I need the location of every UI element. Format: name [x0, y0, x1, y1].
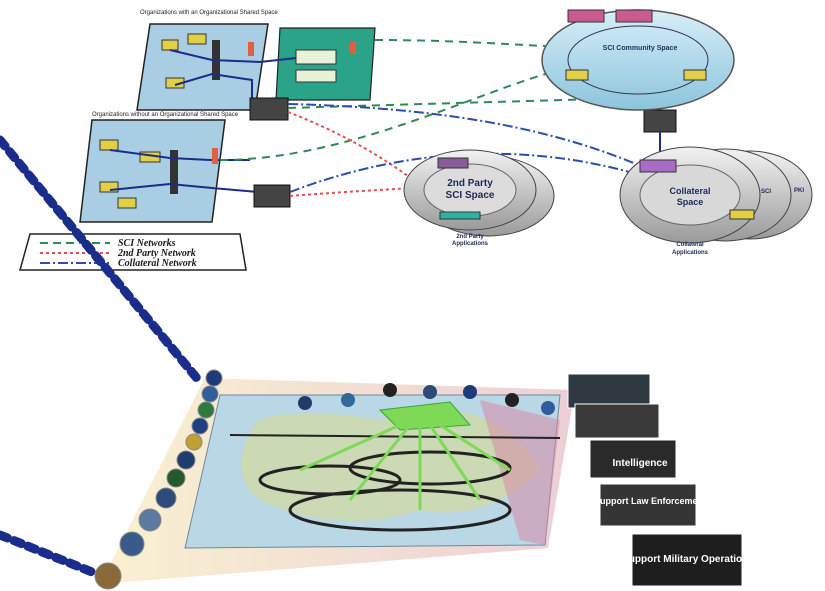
- connector-dots-lower: [0, 530, 97, 577]
- legend-label-second-party: 2nd Party Network: [117, 248, 196, 259]
- photo-card-4: [599, 483, 697, 527]
- photo-card-3: [589, 439, 677, 479]
- sci-community-space-label: SCI Community Space: [603, 45, 678, 52]
- collateral-apps-label-1: Collateral: [676, 242, 704, 248]
- photo-card-2: [574, 403, 660, 439]
- photo-card-label-intelligence: Intelligence: [612, 458, 667, 469]
- second-party-apps-label-1: 2nd Party: [456, 234, 484, 240]
- collateral-space: [619, 146, 813, 244]
- org-panel-unshared: [79, 119, 259, 223]
- collateral-pki-label: PKI: [794, 188, 804, 194]
- connector-dots-upper: [0, 135, 205, 387]
- second-party-apps-label-2: Applications: [452, 241, 489, 247]
- second-party-space-label-1: 2nd Party: [447, 178, 493, 189]
- org-without-shared-label: Organizations without an Organizational …: [92, 112, 239, 118]
- collateral-link-1: [287, 103, 651, 171]
- collateral-sci-label: SCI: [761, 189, 771, 195]
- gateway-2: [253, 184, 291, 208]
- photo-cards: [567, 373, 743, 587]
- gateway-3: [643, 109, 677, 133]
- second-party-link-1: [287, 111, 421, 186]
- org-with-shared-label: Organizations with an Organizational Sha…: [140, 10, 278, 16]
- second-party-link-2: [289, 187, 413, 197]
- world-map-plane: [184, 394, 561, 549]
- agency-seals: [94, 369, 555, 590]
- photo-card-label-military: Support Military Operations: [622, 554, 754, 565]
- gateway-1: [249, 97, 289, 121]
- org-panel-shared: [136, 23, 376, 111]
- legend-label-sci: SCI Networks: [118, 238, 176, 249]
- photo-card-label-law: Support Law Enforcement: [594, 496, 706, 506]
- second-party-space-label-2: SCI Space: [446, 190, 495, 201]
- second-party-sci-space: [403, 149, 555, 237]
- photo-card-1: [567, 373, 651, 409]
- photo-card-5: [631, 533, 743, 587]
- legend-label-collateral: Collateral Network: [118, 258, 197, 269]
- collateral-space-label-1: Collateral: [669, 186, 710, 196]
- sci-community-space: [541, 9, 735, 111]
- collateral-apps-label-2: Applications: [672, 250, 709, 256]
- collateral-space-label-2: Space: [677, 197, 704, 207]
- sci-link-1: [374, 39, 546, 47]
